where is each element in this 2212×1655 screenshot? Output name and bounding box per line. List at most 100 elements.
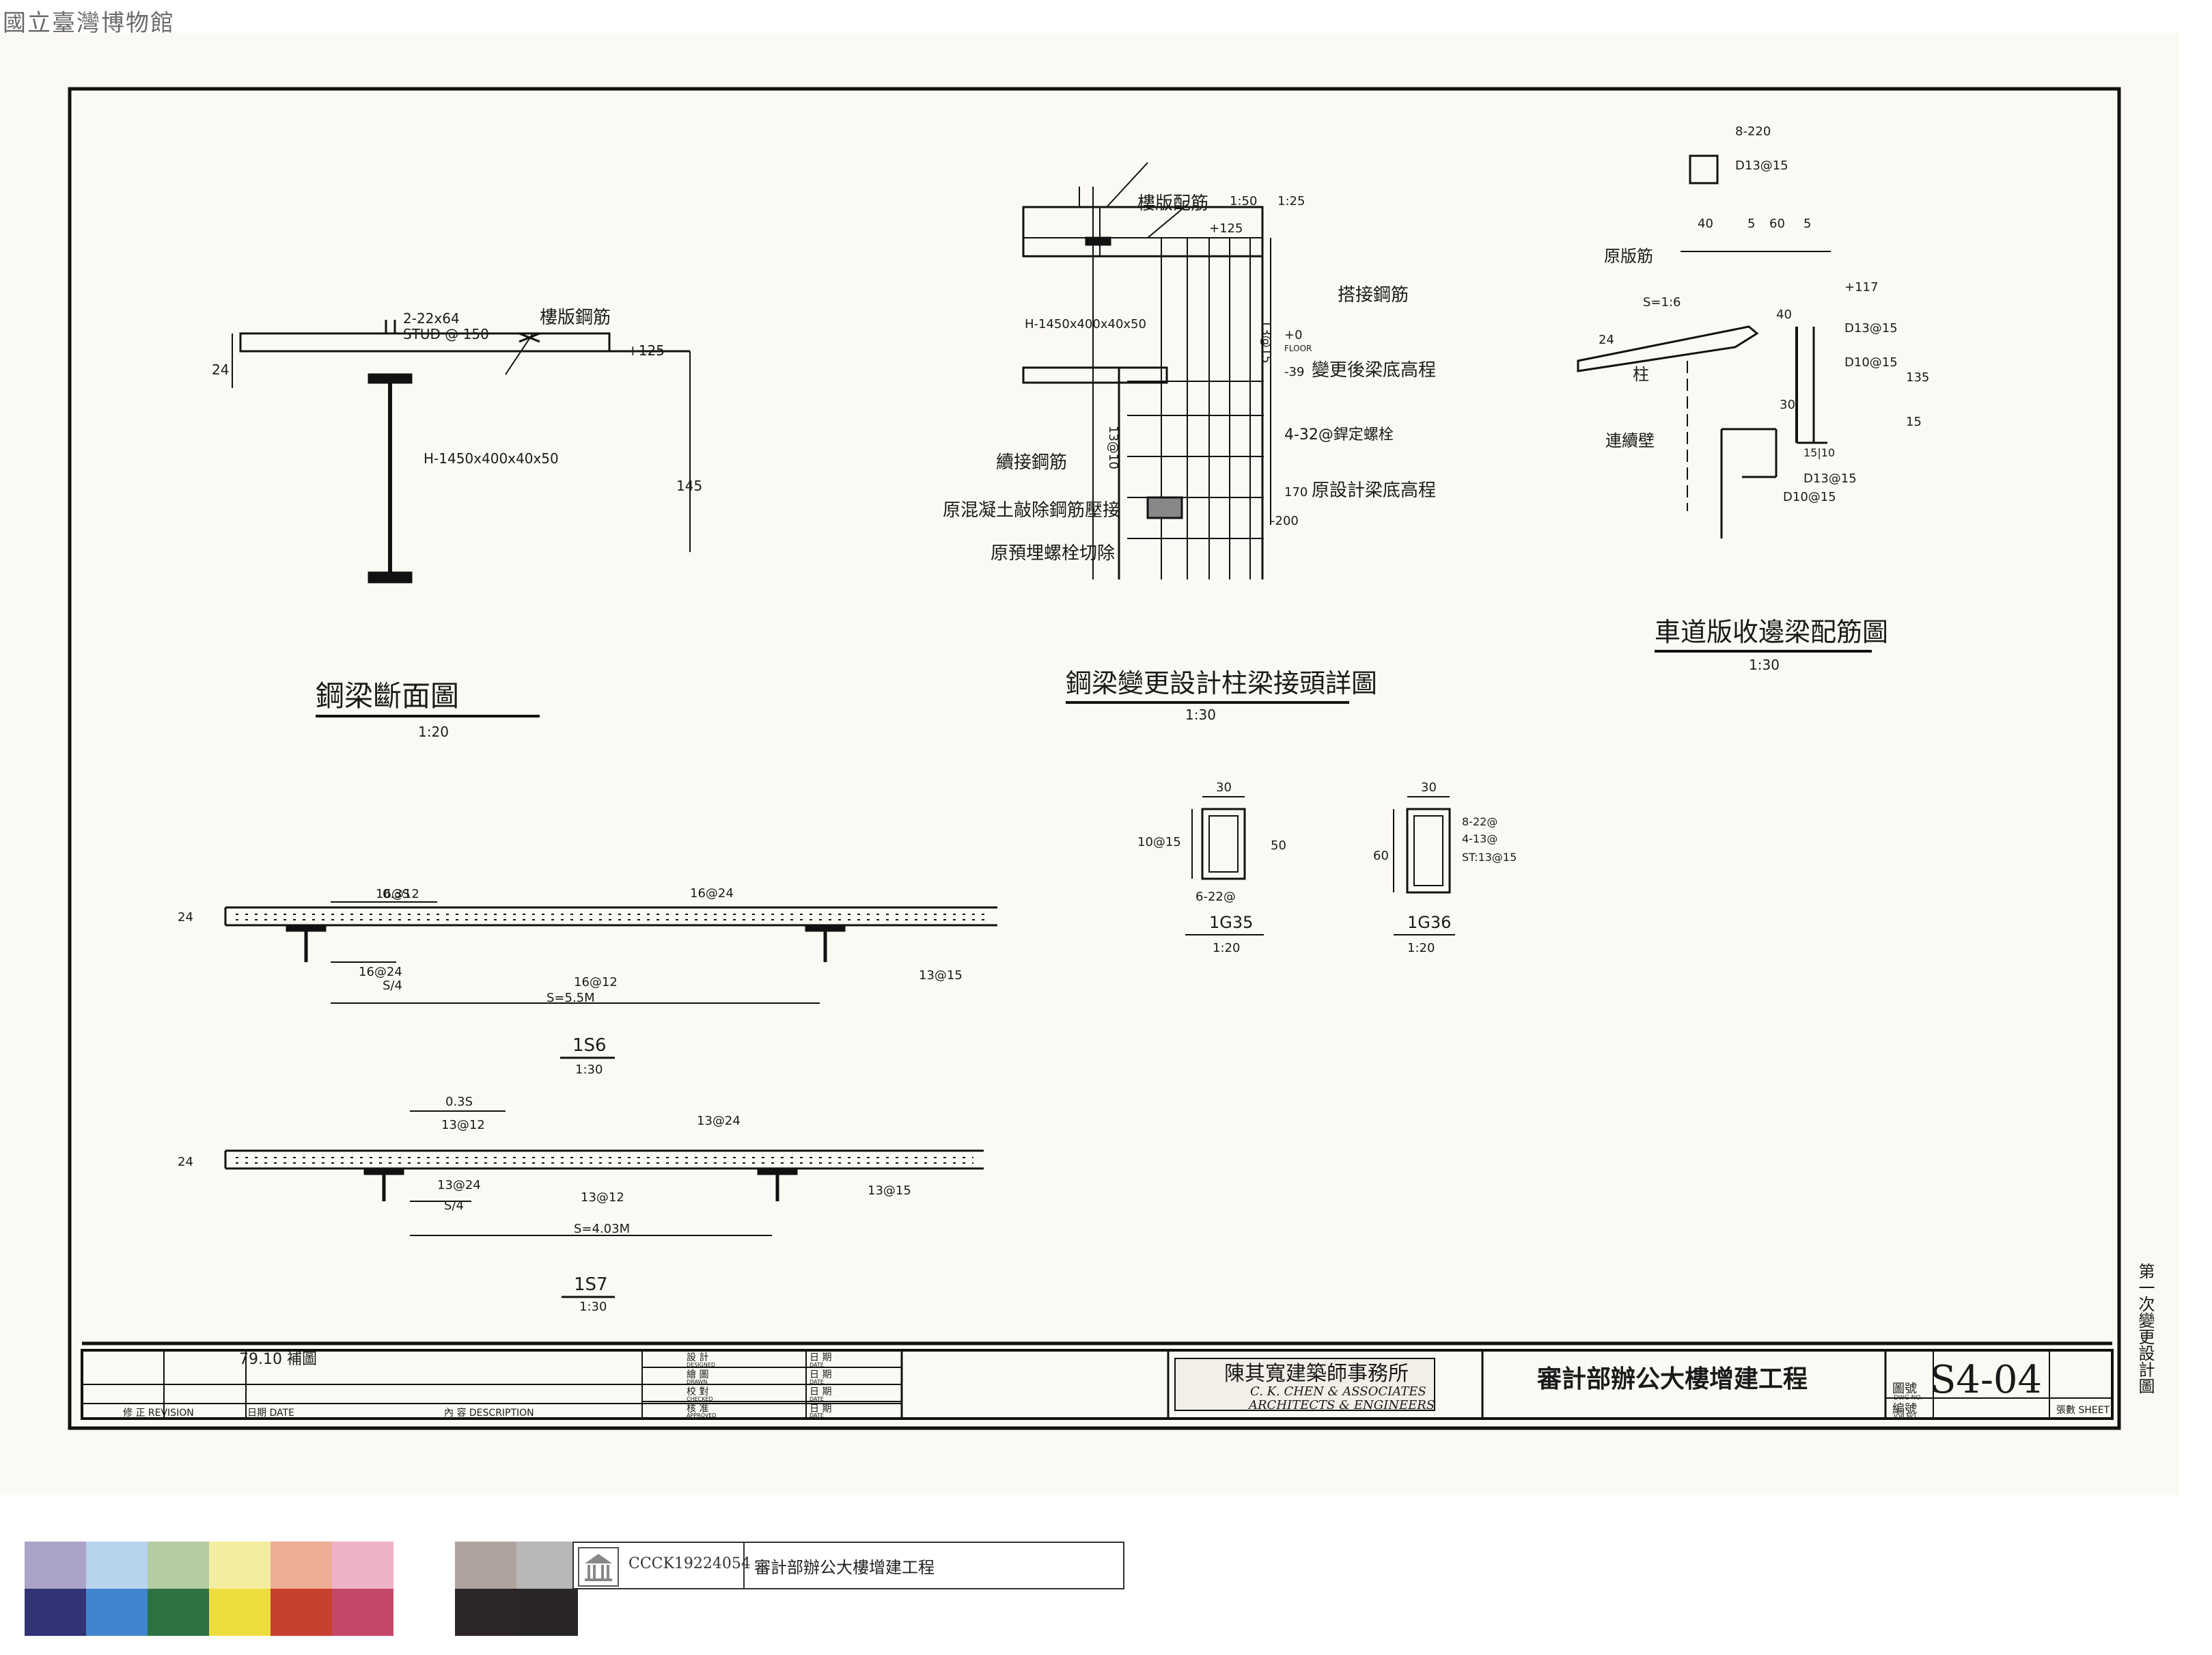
ramp-dim-5b: 5 [1803,217,1811,231]
drawing-canvas: 2-22x64 STUD @ 150 樓版鋼筋 +125 H-1450x400x… [68,87,2155,1430]
date-label-3: 日 期 [810,1386,831,1397]
ramp-dim-135: 135 [1906,370,1929,385]
col-revision: 修 正 REVISION [123,1408,194,1419]
s7-rebar-5: 13@15 [868,1184,911,1198]
date-label-4: 日 期 [810,1404,831,1414]
firm-name-cn: 陳其寬建築師事務所 [1224,1362,1409,1386]
ramp-dim-5a: 5 [1747,217,1755,231]
g35-scale: 1:20 [1213,941,1240,955]
museum-watermark: 國立臺灣博物館 [3,10,175,37]
beam-section-size: H-1450x400x40x50 [424,450,559,467]
beam-section-scale: 1:20 [418,724,449,740]
g36-height: 60 [1373,849,1389,863]
col-date: 日期 DATE [247,1408,294,1419]
ramp-wall: 連續壁 [1605,431,1655,450]
role-drawn-en: DRAWN [687,1379,707,1385]
s7-span: S=4.03M [574,1222,630,1236]
role-drawn: 繪 圖 [687,1369,708,1380]
ramp-dim-30: 30 [1780,398,1795,412]
ramp-top-bars: 8-220 [1735,124,1771,139]
s7-scale: 1:30 [579,1300,607,1314]
s6-rebar-1: 16@12 [376,887,419,901]
joint-level-0: +0 [1284,328,1303,342]
joint-floor: FLOOR [1284,344,1312,353]
role-checked: 校 對 [687,1386,708,1397]
title-block [81,1341,2114,1420]
role-design: 設 計 [687,1352,708,1363]
date-label-1: 日 期 [810,1352,831,1363]
s6-dim-03s: 0.3S [383,887,410,901]
role-checked-en: CHECKED [687,1396,713,1402]
s7-label: 1S7 [574,1274,608,1295]
g36-stirrup: ST:13@15 [1462,851,1517,864]
ramp-detail-scale: 1:30 [1749,657,1780,673]
joint-slope2: 1:25 [1277,194,1305,208]
color-swatch [271,1589,332,1636]
ramp-dim-60: 60 [1769,217,1785,231]
joint-detail-scale: 1:30 [1185,707,1216,723]
g35-side-rebar: 10@15 [1137,835,1181,849]
g35-height: 50 [1271,838,1286,853]
role-approved-en: APPROVED [687,1412,717,1419]
g36-rebar-2: 4-13@ [1462,832,1497,845]
archive-title: 審計部辦公大樓增建工程 [754,1558,935,1577]
color-swatch [86,1542,148,1589]
s6-span: S=5.5M [547,991,595,1005]
slab-1s6-drawing [224,901,997,1004]
s7-rebar-4: 13@12 [581,1190,624,1205]
joint-bars: 4-32@銲定螺栓 [1284,426,1394,443]
joint-cut: 原預埋螺栓切除 [991,543,1115,564]
s6-scale: 1:30 [575,1063,603,1077]
s7-dim-03s: 0.3S [445,1095,473,1109]
date-label-2: 日 期 [810,1369,831,1380]
date-en-3: DATE [810,1396,824,1402]
firm-name-en-1: C. K. CHEN & ASSOCIATES [1250,1384,1426,1399]
g36-label: 1G36 [1407,913,1451,932]
archive-label: CCCK19224054 審計部辦公大樓增建工程 [572,1542,1124,1589]
ramp-top-rebar: D13@15 [1735,159,1788,173]
joint-slab-rebar: 樓版配筋 [1137,193,1208,214]
color-swatch [271,1542,332,1589]
s6-rebar-3: 16@24 [359,965,402,979]
museum-logo-icon [578,1547,619,1587]
ramp-slope: S=1:6 [1643,295,1681,310]
color-swatch [148,1542,209,1589]
color-swatch [332,1589,393,1636]
joint-slope1: 1:50 [1230,194,1257,208]
s6-rebar-2: 16@24 [690,886,734,901]
date-en-1: DATE [810,1362,824,1368]
section-1g35-drawing [1191,796,1246,880]
joint-section: H-1450x400x40x50 [1025,317,1146,331]
role-approved: 核 准 [687,1404,708,1414]
color-swatch [516,1589,578,1636]
color-swatch [393,1589,455,1636]
col-desc: 內 容 DESCRIPTION [444,1407,534,1419]
s6-span-quarter: S/4 [383,979,402,993]
archive-divider [743,1543,745,1588]
g36-scale: 1:20 [1407,941,1435,955]
color-swatch [455,1542,516,1589]
g36-rebar-1: 8-22@ [1462,815,1497,828]
drawing-number: S4-04 [1930,1358,2042,1402]
color-calibration-bar [25,1542,1124,1636]
s7-dim-24: 24 [178,1155,193,1169]
role-design-en: DESIGNED [687,1362,715,1368]
beam-dim-145: 145 [676,478,702,494]
ramp-rebar-2: D10@15 [1844,355,1898,370]
rev-date: 79.10 [239,1351,282,1368]
color-swatch [25,1542,86,1589]
joint-level-39: -39 [1284,365,1304,379]
ramp-level-117: +117 [1844,280,1878,295]
color-swatch [332,1542,393,1589]
beam-stud-spacing: STUD @ 150 [403,326,489,342]
drawing-sheet: 2-22x64 STUD @ 150 樓版鋼筋 +125 H-1450x400x… [0,33,2179,1495]
s6-rebar-5: 13@15 [919,968,963,983]
rev-desc: 補圖 [287,1351,317,1368]
s7-rebar-1: 13@12 [441,1118,485,1132]
joint-detail-title: 鋼梁變更設計柱梁接頭詳圖 [1066,668,1377,698]
joint-level-125: +125 [1209,221,1243,236]
ramp-dim-15: 15 [1906,415,1922,429]
s7-span-quarter: S/4 [444,1199,464,1213]
ramp-detail-title: 車道版收邊梁配筋圖 [1655,617,1888,647]
ramp-column: 柱 [1633,365,1649,384]
